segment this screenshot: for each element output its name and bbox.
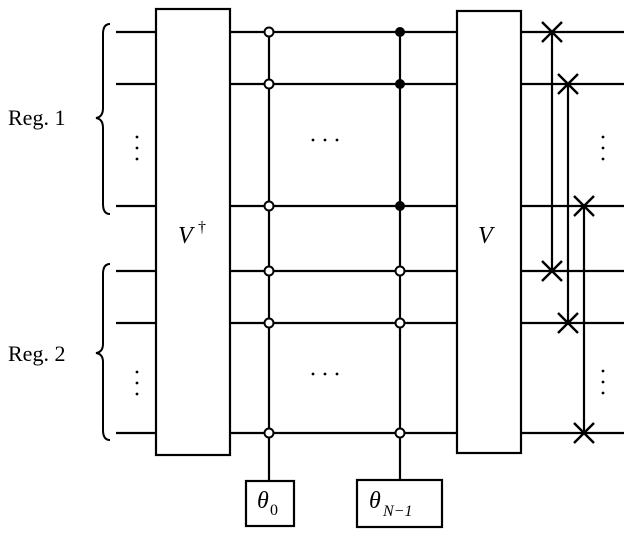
theta-n-minus-1-box — [355, 478, 444, 529]
register-1-brace — [95, 23, 111, 215]
vdots-right-reg2 — [601, 369, 605, 395]
open-control-dot — [263, 265, 275, 277]
controlled-theta-n-minus-1: θ N−1 — [355, 27, 444, 529]
theta-n-minus-1-sub: N−1 — [382, 503, 412, 520]
swap-gate-3 — [573, 195, 595, 444]
swap-x-icon — [557, 312, 579, 334]
filled-control-dot — [395, 27, 405, 37]
swap-x-icon — [573, 195, 595, 217]
theta-0-box — [244, 479, 296, 528]
swap-x-icon — [557, 73, 579, 95]
filled-control-dot — [395, 201, 405, 211]
open-control-dot — [263, 200, 275, 212]
vdots-left-reg1 — [135, 135, 139, 161]
swap-x-icon — [541, 260, 563, 282]
hdots-reg2 — [311, 372, 339, 376]
v-gate: V — [455, 9, 523, 455]
register-2-label: Reg. 2 — [8, 341, 65, 366]
filled-control-dot — [395, 79, 405, 89]
open-control-dot — [263, 78, 275, 90]
open-control-dot — [394, 265, 406, 277]
theta-0-label: θ — [257, 488, 269, 514]
swap-x-icon — [573, 422, 595, 444]
theta-0-sub: 0 — [270, 502, 278, 519]
theta-n-minus-1-label: θ — [369, 488, 381, 514]
register-1-label: Reg. 1 — [8, 105, 65, 130]
open-control-dot — [263, 317, 275, 329]
swap-gate-1 — [541, 21, 563, 282]
v-label: V — [478, 223, 495, 249]
swap-gate-2 — [557, 73, 579, 334]
register-2-brace — [95, 263, 111, 441]
vdots-left-reg2 — [135, 370, 139, 396]
v-dagger-label: V — [178, 223, 195, 249]
open-control-dot — [394, 427, 406, 439]
open-control-dot — [394, 317, 406, 329]
v-dagger-gate: V † — [154, 7, 232, 457]
open-control-dot — [263, 26, 275, 38]
vdots-right-reg1 — [601, 135, 605, 161]
open-control-dot — [263, 427, 275, 439]
v-dagger-sup: † — [198, 219, 206, 236]
swap-x-icon — [541, 21, 563, 43]
controlled-theta-0: θ 0 — [244, 26, 296, 528]
hdots-reg1 — [311, 138, 339, 142]
